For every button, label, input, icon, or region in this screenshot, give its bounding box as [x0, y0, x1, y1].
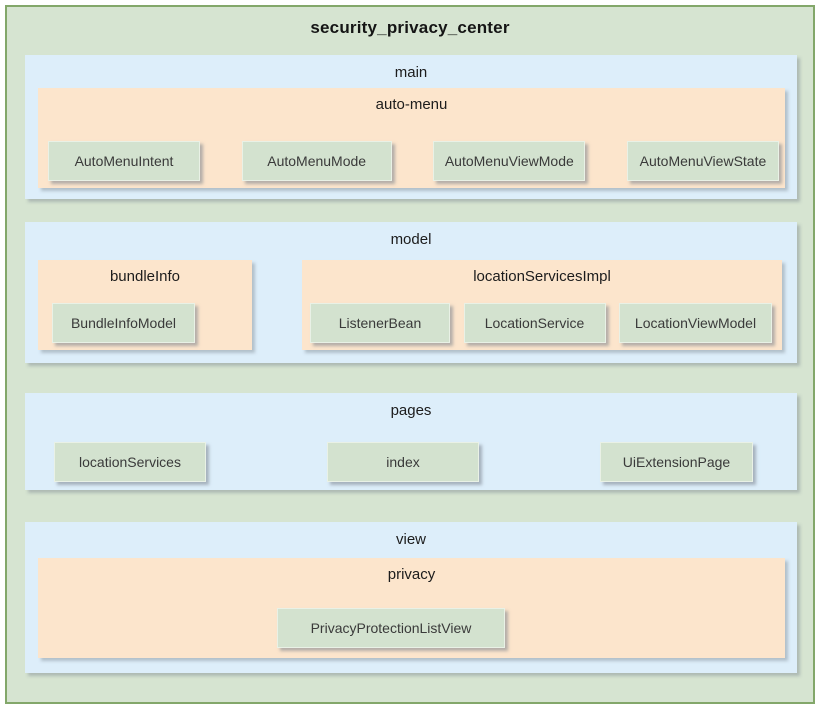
- section-main: main auto-menu AutoMenuIntent AutoMenuMo…: [25, 55, 797, 199]
- pages-node-row: locationServices index UiExtensionPage: [54, 442, 753, 482]
- node-auto-menu-intent: AutoMenuIntent: [48, 141, 200, 181]
- node-location-service: LocationService: [463, 303, 606, 343]
- group-bundle-info: bundleInfo BundleInfoModel: [38, 260, 252, 350]
- diagram-root: security_privacy_center main auto-menu A…: [5, 5, 815, 704]
- group-auto-menu-label: auto-menu: [375, 96, 448, 113]
- section-main-label: main: [394, 64, 428, 81]
- diagram-title: security_privacy_center: [310, 18, 510, 37]
- node-location-services-page: locationServices: [54, 442, 206, 482]
- node-auto-menu-mode: AutoMenuMode: [241, 141, 392, 181]
- section-pages: pages locationServices index UiExtension…: [25, 393, 797, 490]
- node-bundle-info-model: BundleInfoModel: [52, 303, 195, 343]
- section-view: view privacy PrivacyProtectionListView: [25, 522, 797, 673]
- section-model: model bundleInfo BundleInfoModel locatio…: [25, 222, 797, 363]
- node-ui-extension-page: UiExtensionPage: [600, 442, 753, 482]
- group-auto-menu: auto-menu AutoMenuIntent AutoMenuMode Au…: [38, 88, 785, 188]
- group-location-services-impl: locationServicesImpl ListenerBean Locati…: [302, 260, 782, 350]
- node-privacy-protection-list-view: PrivacyProtectionListView: [277, 608, 505, 648]
- auto-menu-node-row: AutoMenuIntent AutoMenuMode AutoMenuView…: [48, 141, 779, 181]
- group-bundle-info-label: bundleInfo: [109, 268, 181, 285]
- section-view-label: view: [395, 531, 426, 548]
- location-services-node-row: ListenerBean LocationService LocationVie…: [310, 303, 772, 343]
- group-location-services-impl-label: locationServicesImpl: [473, 268, 611, 285]
- node-index-page: index: [327, 442, 479, 482]
- node-auto-menu-view-mode: AutoMenuViewMode: [433, 141, 586, 181]
- node-listener-bean: ListenerBean: [310, 303, 450, 343]
- section-model-label: model: [390, 231, 432, 248]
- node-auto-menu-view-state: AutoMenuViewState: [626, 141, 779, 181]
- section-pages-label: pages: [390, 402, 432, 419]
- group-privacy: privacy PrivacyProtectionListView: [38, 558, 785, 658]
- node-location-view-model: LocationViewModel: [619, 303, 772, 343]
- group-privacy-label: privacy: [387, 566, 436, 583]
